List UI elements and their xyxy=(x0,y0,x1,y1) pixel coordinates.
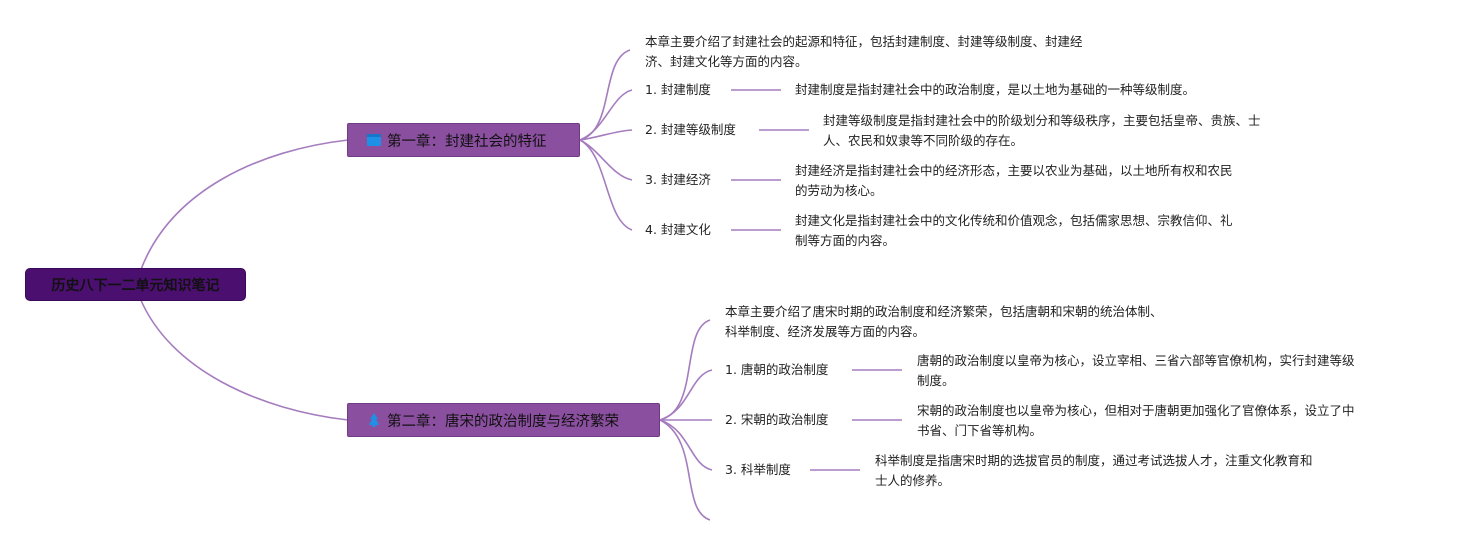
link-ch1-summary xyxy=(579,49,631,141)
link-ch1-item-2 xyxy=(579,129,633,141)
desc-line: 制等方面的内容。 xyxy=(795,233,896,248)
chapter-2-summary-line-2: 科举制度、经济发展等方面的内容。 xyxy=(725,324,926,339)
chapter-2-item-2[interactable]: 2. 宋朝的政治制度 xyxy=(725,412,829,427)
chapter-2-item-1[interactable]: 1. 唐朝的政治制度 xyxy=(725,362,829,377)
desc-line: 封建制度是指封建社会中的政治制度，是以土地为基础的一种等级制度。 xyxy=(795,82,1196,97)
chapter-1-item-3[interactable]: 3. 封建经济 xyxy=(645,172,711,187)
desc-line: 的劳动为核心。 xyxy=(795,183,883,198)
desc-line: 人、农民和奴隶等不同阶级的存在。 xyxy=(823,133,1024,148)
link-ch1-item-1 xyxy=(579,89,633,141)
chapter-1-item-4-desc[interactable]: 封建文化是指封建社会中的文化传统和价值观念，包括儒家思想、宗教信仰、礼 制等方面… xyxy=(795,211,1233,251)
chapter-2-summary-line-1: 本章主要介绍了唐宋时期的政治制度和经济繁荣，包括唐朝和宋朝的统治体制、 xyxy=(725,304,1163,319)
link-ch1-item-3 xyxy=(579,139,633,181)
chapter-1-topic[interactable]: 第一章：封建社会的特征 xyxy=(347,123,580,157)
desc-line: 封建文化是指封建社会中的文化传统和价值观念，包括儒家思想、宗教信仰、礼 xyxy=(795,213,1233,228)
desc-line: 书省、门下省等机构。 xyxy=(917,423,1043,438)
desc-line: 宋朝的政治制度也以皇帝为核心，但相对于唐朝更加强化了官僚体系，设立了中 xyxy=(917,403,1355,418)
link-root-chapter-1 xyxy=(139,139,349,273)
desc-line: 唐朝的政治制度以皇帝为核心，设立宰相、三省六部等官僚机构，实行封建等级 xyxy=(917,353,1355,368)
chapter-1-summary-line-2: 济、封建文化等方面的内容。 xyxy=(645,54,808,69)
link-ch1-item-4 xyxy=(579,139,633,231)
chapter-2-topic[interactable]: 第二章：唐宋的政治制度与经济繁荣 xyxy=(347,403,660,437)
book-icon xyxy=(366,132,382,148)
chapter-2-item-3[interactable]: 3. 科举制度 xyxy=(725,462,791,477)
chapter-1-item-2-desc[interactable]: 封建等级制度是指封建社会中的阶级划分和等级秩序，主要包括皇帝、贵族、士 人、农民… xyxy=(823,111,1261,151)
chapter-1-item-1[interactable]: 1. 封建制度 xyxy=(645,82,711,97)
link-ch2-summary xyxy=(659,319,711,421)
link-ch2-item-1 xyxy=(659,369,713,421)
chapter-1-item-1-desc[interactable]: 封建制度是指封建社会中的政治制度，是以土地为基础的一种等级制度。 xyxy=(795,80,1195,100)
link-ch2-item-4 xyxy=(659,419,711,521)
chapter-1-summary[interactable]: 本章主要介绍了封建社会的起源和特征，包括封建制度、封建等级制度、封建经 济、封建… xyxy=(645,32,1083,72)
desc-line: 封建经济是指封建社会中的经济形态，主要以农业为基础，以土地所有权和农民 xyxy=(795,163,1233,178)
root-topic[interactable]: 历史八下一二单元知识笔记 xyxy=(25,268,246,301)
desc-line: 制度。 xyxy=(917,373,955,388)
link-root-chapter-2 xyxy=(139,297,349,421)
desc-line: 科举制度是指唐宋时期的选拔官员的制度，通过考试选拔人才，注重文化教育和 xyxy=(875,453,1313,468)
chapter-2-item-3-desc[interactable]: 科举制度是指唐宋时期的选拔官员的制度，通过考试选拔人才，注重文化教育和 士人的修… xyxy=(875,451,1313,491)
chapter-2-item-1-desc[interactable]: 唐朝的政治制度以皇帝为核心，设立宰相、三省六部等官僚机构，实行封建等级 制度。 xyxy=(917,351,1355,391)
root-topic-label: 历史八下一二单元知识笔记 xyxy=(51,277,220,294)
chapter-2-summary[interactable]: 本章主要介绍了唐宋时期的政治制度和经济繁荣，包括唐朝和宋朝的统治体制、 科举制度… xyxy=(725,302,1163,342)
desc-line: 封建等级制度是指封建社会中的阶级划分和等级秩序，主要包括皇帝、贵族、士 xyxy=(823,113,1261,128)
desc-line: 士人的修养。 xyxy=(875,473,951,488)
chapter-1-item-4[interactable]: 4. 封建文化 xyxy=(645,222,711,237)
chapter-2-title: 第二章：唐宋的政治制度与经济繁荣 xyxy=(387,413,619,430)
chapter-1-item-2[interactable]: 2. 封建等级制度 xyxy=(645,122,736,137)
link-ch2-item-3 xyxy=(659,419,713,471)
chapter-1-title: 第一章：封建社会的特征 xyxy=(387,133,547,150)
chapter-1-summary-line-1: 本章主要介绍了封建社会的起源和特征，包括封建制度、封建等级制度、封建经 xyxy=(645,34,1083,49)
pagoda-icon xyxy=(366,412,382,428)
chapter-1-item-3-desc[interactable]: 封建经济是指封建社会中的经济形态，主要以农业为基础，以土地所有权和农民 的劳动为… xyxy=(795,161,1233,201)
chapter-2-item-2-desc[interactable]: 宋朝的政治制度也以皇帝为核心，但相对于唐朝更加强化了官僚体系，设立了中 书省、门… xyxy=(917,401,1355,441)
